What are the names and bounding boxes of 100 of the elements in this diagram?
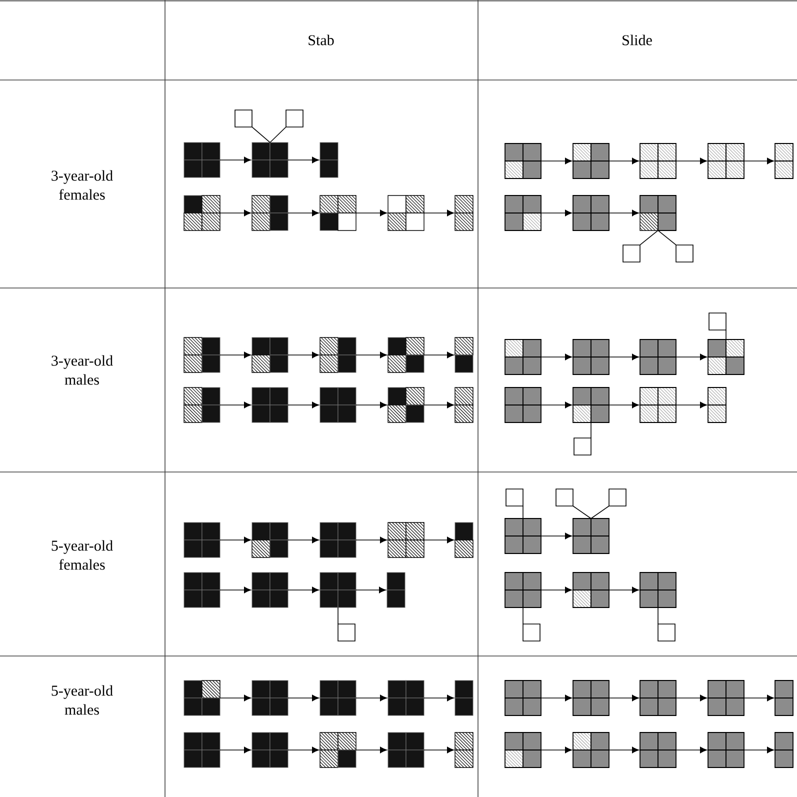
square-glyph — [572, 572, 610, 608]
arrow — [288, 156, 319, 164]
arrow — [288, 536, 319, 544]
empty-square — [338, 624, 356, 642]
connector-line — [590, 506, 610, 519]
square-glyph — [454, 522, 474, 558]
arrow — [424, 746, 454, 754]
connector-line — [640, 230, 658, 246]
arrow — [356, 694, 387, 702]
square-glyph — [708, 387, 726, 423]
arrow — [356, 402, 387, 408]
arrow — [220, 156, 251, 164]
square-glyph — [184, 732, 220, 768]
arrow — [540, 694, 572, 702]
connector-line — [572, 506, 592, 519]
arrow — [220, 694, 251, 702]
arrow — [356, 586, 386, 594]
square-glyph — [454, 387, 474, 423]
square-glyph — [184, 195, 220, 231]
square-glyph — [504, 339, 542, 375]
square-glyph — [708, 680, 744, 716]
arrow — [676, 694, 707, 702]
square-glyph — [252, 337, 288, 373]
arrow — [220, 536, 251, 544]
arrow — [424, 402, 454, 408]
arrow — [608, 586, 639, 594]
square-glyph — [320, 195, 356, 231]
square-glyph — [320, 680, 356, 716]
empty-square — [522, 624, 540, 642]
square-glyph — [774, 732, 794, 768]
square-glyph — [252, 572, 288, 608]
arrow — [676, 402, 707, 408]
square-glyph — [388, 522, 424, 558]
arrow — [608, 746, 639, 754]
square-glyph — [572, 732, 610, 768]
square-glyph — [774, 143, 794, 179]
row-header: 3-year-old females — [52, 170, 113, 200]
arrow — [288, 210, 319, 216]
connector-line — [658, 230, 676, 246]
square-glyph — [454, 732, 474, 768]
column-header: Stab — [308, 34, 334, 46]
row-header: 3-year-old males — [52, 355, 113, 385]
arrow — [744, 158, 774, 164]
empty-square — [574, 438, 592, 456]
square-glyph — [640, 572, 676, 608]
square-glyph — [320, 387, 356, 423]
column-header: Slide — [622, 34, 652, 46]
arrow — [424, 210, 454, 216]
row-header: 5-year-old females — [52, 540, 113, 570]
square-glyph — [572, 518, 610, 554]
arrow — [744, 746, 774, 754]
arrow — [288, 694, 319, 702]
square-glyph — [386, 572, 406, 608]
empty-square — [676, 244, 694, 262]
arrow — [608, 210, 639, 216]
square-glyph — [252, 522, 288, 558]
square-glyph — [320, 522, 356, 558]
arrow — [220, 586, 251, 594]
empty-square — [658, 624, 676, 642]
arrow — [540, 158, 572, 164]
empty-square — [708, 312, 726, 330]
square-glyph — [640, 339, 676, 375]
square-glyph — [774, 680, 794, 716]
square-glyph — [320, 337, 356, 373]
arrow — [220, 746, 251, 754]
square-glyph — [640, 195, 676, 231]
arrow — [424, 352, 454, 358]
square-glyph — [504, 143, 542, 179]
square-glyph — [708, 143, 744, 179]
square-glyph — [572, 195, 610, 231]
connector-line — [252, 126, 270, 143]
square-glyph — [572, 143, 610, 179]
square-glyph — [504, 732, 542, 768]
empty-square — [286, 110, 304, 128]
arrow — [424, 694, 454, 702]
connector-line — [522, 506, 524, 519]
arrow — [540, 586, 572, 594]
row-header: 5-year-old males — [52, 685, 113, 715]
arrow — [540, 354, 572, 360]
connector-line — [522, 607, 524, 624]
arrow — [676, 158, 707, 164]
square-glyph — [640, 143, 676, 179]
square-glyph — [454, 680, 474, 716]
connector-line — [590, 422, 592, 438]
square-glyph — [252, 680, 288, 716]
empty-square — [506, 488, 524, 506]
arrow — [220, 402, 251, 408]
empty-square — [234, 110, 252, 128]
square-glyph — [708, 732, 744, 768]
square-glyph — [572, 680, 610, 716]
square-glyph — [184, 572, 220, 608]
square-glyph — [388, 387, 424, 423]
square-glyph — [640, 680, 676, 716]
square-glyph — [252, 142, 288, 178]
square-glyph — [184, 337, 220, 373]
square-glyph — [320, 732, 356, 768]
arrow — [608, 402, 639, 408]
square-glyph — [504, 680, 542, 716]
arrow — [288, 402, 319, 408]
arrow — [608, 694, 639, 702]
